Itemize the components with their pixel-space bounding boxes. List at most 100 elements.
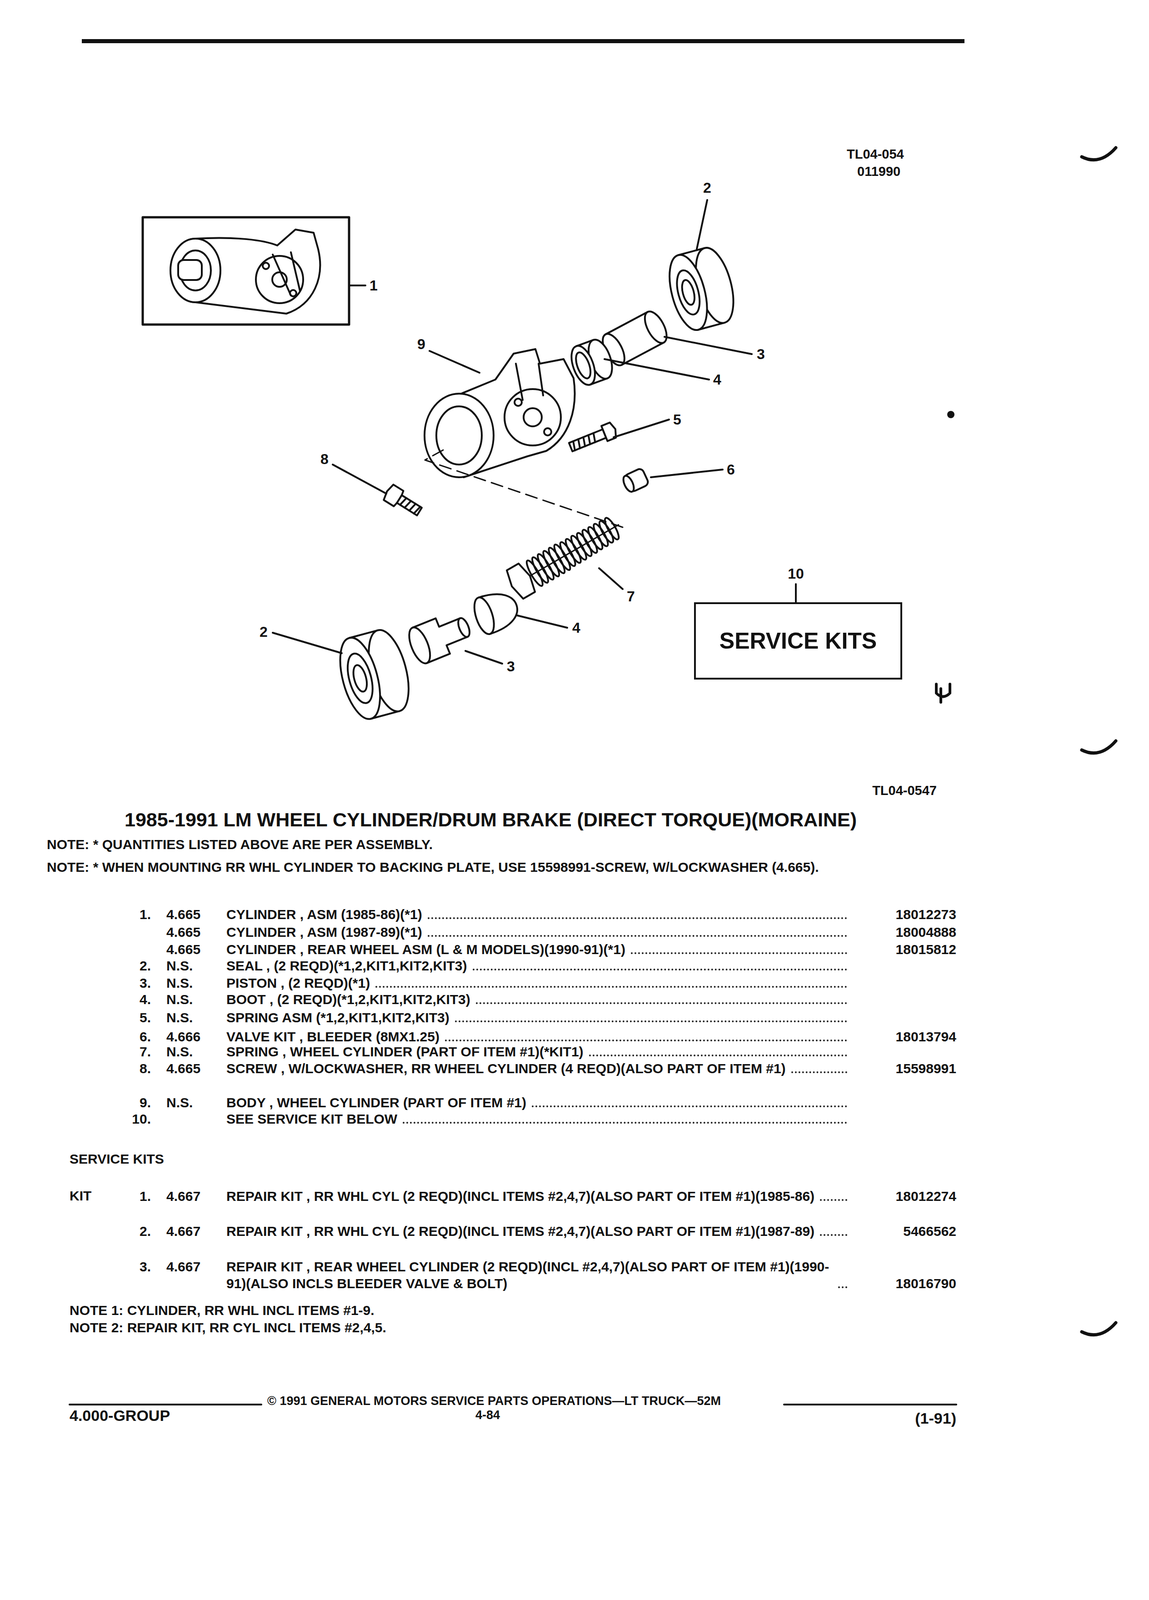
item-number: 10. xyxy=(131,1110,151,1128)
row-body: SEE SERVICE KIT BELOW xyxy=(226,1110,957,1128)
part-description: CYLINDER , REAR WHEEL ASM (L & M MODELS)… xyxy=(226,940,626,958)
dot-leader xyxy=(531,1105,848,1108)
item-number: 1. xyxy=(139,905,151,923)
part-number: 18012274 xyxy=(851,1187,957,1205)
group-code: 4.667 xyxy=(166,1222,201,1240)
callout-number: 10 xyxy=(787,564,805,583)
dot-leader xyxy=(427,917,848,920)
callout-number: 6 xyxy=(726,460,735,479)
group-code: 4.667 xyxy=(166,1258,201,1275)
part-number: 15598991 xyxy=(851,1059,957,1077)
callout-number: 8 xyxy=(320,450,329,468)
row-body: CYLINDER , REAR WHEEL ASM (L & M MODELS)… xyxy=(226,940,957,958)
kit-tag: KIT xyxy=(69,1187,92,1204)
part-description: SCREW , W/LOCKWASHER, RR WHEEL CYLINDER … xyxy=(226,1059,786,1077)
group-code: N.S. xyxy=(166,974,193,992)
part-description: SEAL , (2 REQD)(*1,2,KIT1,KIT2,KIT3) xyxy=(226,957,468,975)
item-number: 1. xyxy=(139,1187,151,1205)
group-code: N.S. xyxy=(166,957,193,975)
callout-number: 9 xyxy=(417,335,426,353)
part-description: CYLINDER , ASM (1985-86)(*1) xyxy=(226,905,423,923)
item-number: 3. xyxy=(139,1258,151,1275)
row-body: CYLINDER , ASM (1987-89)(*1) 18004888 xyxy=(226,923,957,941)
part-description: SPRING , WHEEL CYLINDER (PART OF ITEM #1… xyxy=(226,1043,584,1060)
note: NOTE 1: CYLINDER, RR WHL INCL ITEMS #1-9… xyxy=(69,1302,375,1319)
page-number: 4-84 xyxy=(475,1407,500,1423)
dot-leader xyxy=(791,1071,848,1074)
dot-leader xyxy=(444,1039,848,1042)
dot-leader xyxy=(838,1286,848,1289)
row-body: REPAIR KIT , RR WHL CYL (2 REQD)(INCL IT… xyxy=(226,1187,957,1205)
service-kit-box: SERVICE KITS xyxy=(694,602,903,680)
callout-number: 2 xyxy=(259,623,268,641)
group-label: 4.000-GROUP xyxy=(69,1406,170,1425)
item-number: 3. xyxy=(139,974,151,992)
item-number: 2. xyxy=(139,957,151,975)
note: NOTE: * WHEN MOUNTING RR WHL CYLINDER TO… xyxy=(46,859,952,876)
callout-number: 3 xyxy=(756,345,765,363)
row-body: REPAIR KIT , RR WHL CYL (2 REQD)(INCL IT… xyxy=(226,1222,957,1240)
part-description: SPRING ASM (*1,2,KIT1,KIT2,KIT3) xyxy=(226,1009,450,1026)
item-number: 4. xyxy=(139,990,151,1008)
group-code: 4.667 xyxy=(166,1187,201,1205)
group-code: 4.665 xyxy=(166,940,201,958)
group-code: N.S. xyxy=(166,990,193,1008)
dot-leader xyxy=(819,1198,848,1201)
row-body: REPAIR KIT , REAR WHEEL CYLINDER (2 REQD… xyxy=(226,1258,957,1292)
part-description: REPAIR KIT , RR WHL CYL (2 REQD)(INCL IT… xyxy=(226,1222,815,1240)
part-description: VALVE KIT , BLEEDER (8MX1.25) xyxy=(226,1028,440,1045)
row-body: SCREW , W/LOCKWASHER, RR WHEEL CYLINDER … xyxy=(226,1059,957,1077)
part-description: REPAIR KIT , RR WHL CYL (2 REQD)(INCL IT… xyxy=(226,1187,815,1205)
date-code: 011990 xyxy=(857,163,901,180)
part-number: 18004888 xyxy=(851,923,957,941)
group-code: N.S. xyxy=(166,1009,193,1026)
group-code: 4.666 xyxy=(166,1028,201,1045)
figure-code: TL04-0547 xyxy=(872,782,937,799)
row-body: PISTON , (2 REQD)(*1) xyxy=(226,974,957,992)
row-body: SEAL , (2 REQD)(*1,2,KIT1,KIT2,KIT3) xyxy=(226,957,957,975)
item-number: 7. xyxy=(139,1043,151,1060)
callout-number: 5 xyxy=(673,410,682,429)
callout-number: 4 xyxy=(572,619,581,637)
group-code: 4.665 xyxy=(166,905,201,923)
dot-leader xyxy=(472,968,848,971)
part-number: 18016790 xyxy=(851,1274,957,1292)
dot-leader xyxy=(475,1002,848,1005)
dot-leader xyxy=(589,1054,848,1057)
section-heading: SERVICE KITS xyxy=(69,1150,165,1168)
callout-number: 3 xyxy=(506,657,515,675)
callout-number: 2 xyxy=(703,179,712,197)
dot-leader xyxy=(819,1233,848,1236)
page-title: 1985-1991 LM WHEEL CYLINDER/DRUM BRAKE (… xyxy=(124,808,857,832)
dot-leader xyxy=(630,952,848,955)
copyright: © 1991 GENERAL MOTORS SERVICE PARTS OPER… xyxy=(267,1393,721,1409)
part-description: BOOT , (2 REQD)(*1,2,KIT1,KIT2,KIT3) xyxy=(226,990,471,1008)
figure-code: TL04-054 xyxy=(846,146,905,163)
row-body: SPRING , WHEEL CYLINDER (PART OF ITEM #1… xyxy=(226,1043,957,1060)
part-number: 18012273 xyxy=(851,905,957,923)
dot-leader xyxy=(402,1121,848,1124)
note: NOTE: * QUANTITIES LISTED ABOVE ARE PER … xyxy=(46,836,433,853)
part-number: 18015812 xyxy=(851,940,957,958)
part-description: BODY , WHEEL CYLINDER (PART OF ITEM #1) xyxy=(226,1094,527,1111)
note: NOTE 2: REPAIR KIT, RR CYL INCL ITEMS #2… xyxy=(69,1319,387,1336)
part-number: 18013794 xyxy=(851,1028,957,1045)
box-label: SERVICE KITS xyxy=(719,627,877,655)
part-description: REPAIR KIT , REAR WHEEL CYLINDER (2 REQD… xyxy=(226,1258,833,1292)
group-code: 4.665 xyxy=(166,1059,201,1077)
dot-leader xyxy=(427,934,848,937)
part-description: CYLINDER , ASM (1987-89)(*1) xyxy=(226,923,423,941)
callout-number: 4 xyxy=(713,370,722,389)
callout-number: 1 xyxy=(369,276,378,295)
part-description: PISTON , (2 REQD)(*1) xyxy=(226,974,370,992)
item-number: 2. xyxy=(139,1222,151,1240)
item-number: 9. xyxy=(139,1094,151,1111)
callout-number: 7 xyxy=(626,587,635,605)
group-code: N.S. xyxy=(166,1043,193,1060)
group-code: N.S. xyxy=(166,1094,193,1111)
part-description: SEE SERVICE KIT BELOW xyxy=(226,1110,398,1128)
row-body: BODY , WHEEL CYLINDER (PART OF ITEM #1) xyxy=(226,1094,957,1111)
item-number: 8. xyxy=(139,1059,151,1077)
row-body: VALVE KIT , BLEEDER (8MX1.25) 18013794 xyxy=(226,1028,957,1045)
